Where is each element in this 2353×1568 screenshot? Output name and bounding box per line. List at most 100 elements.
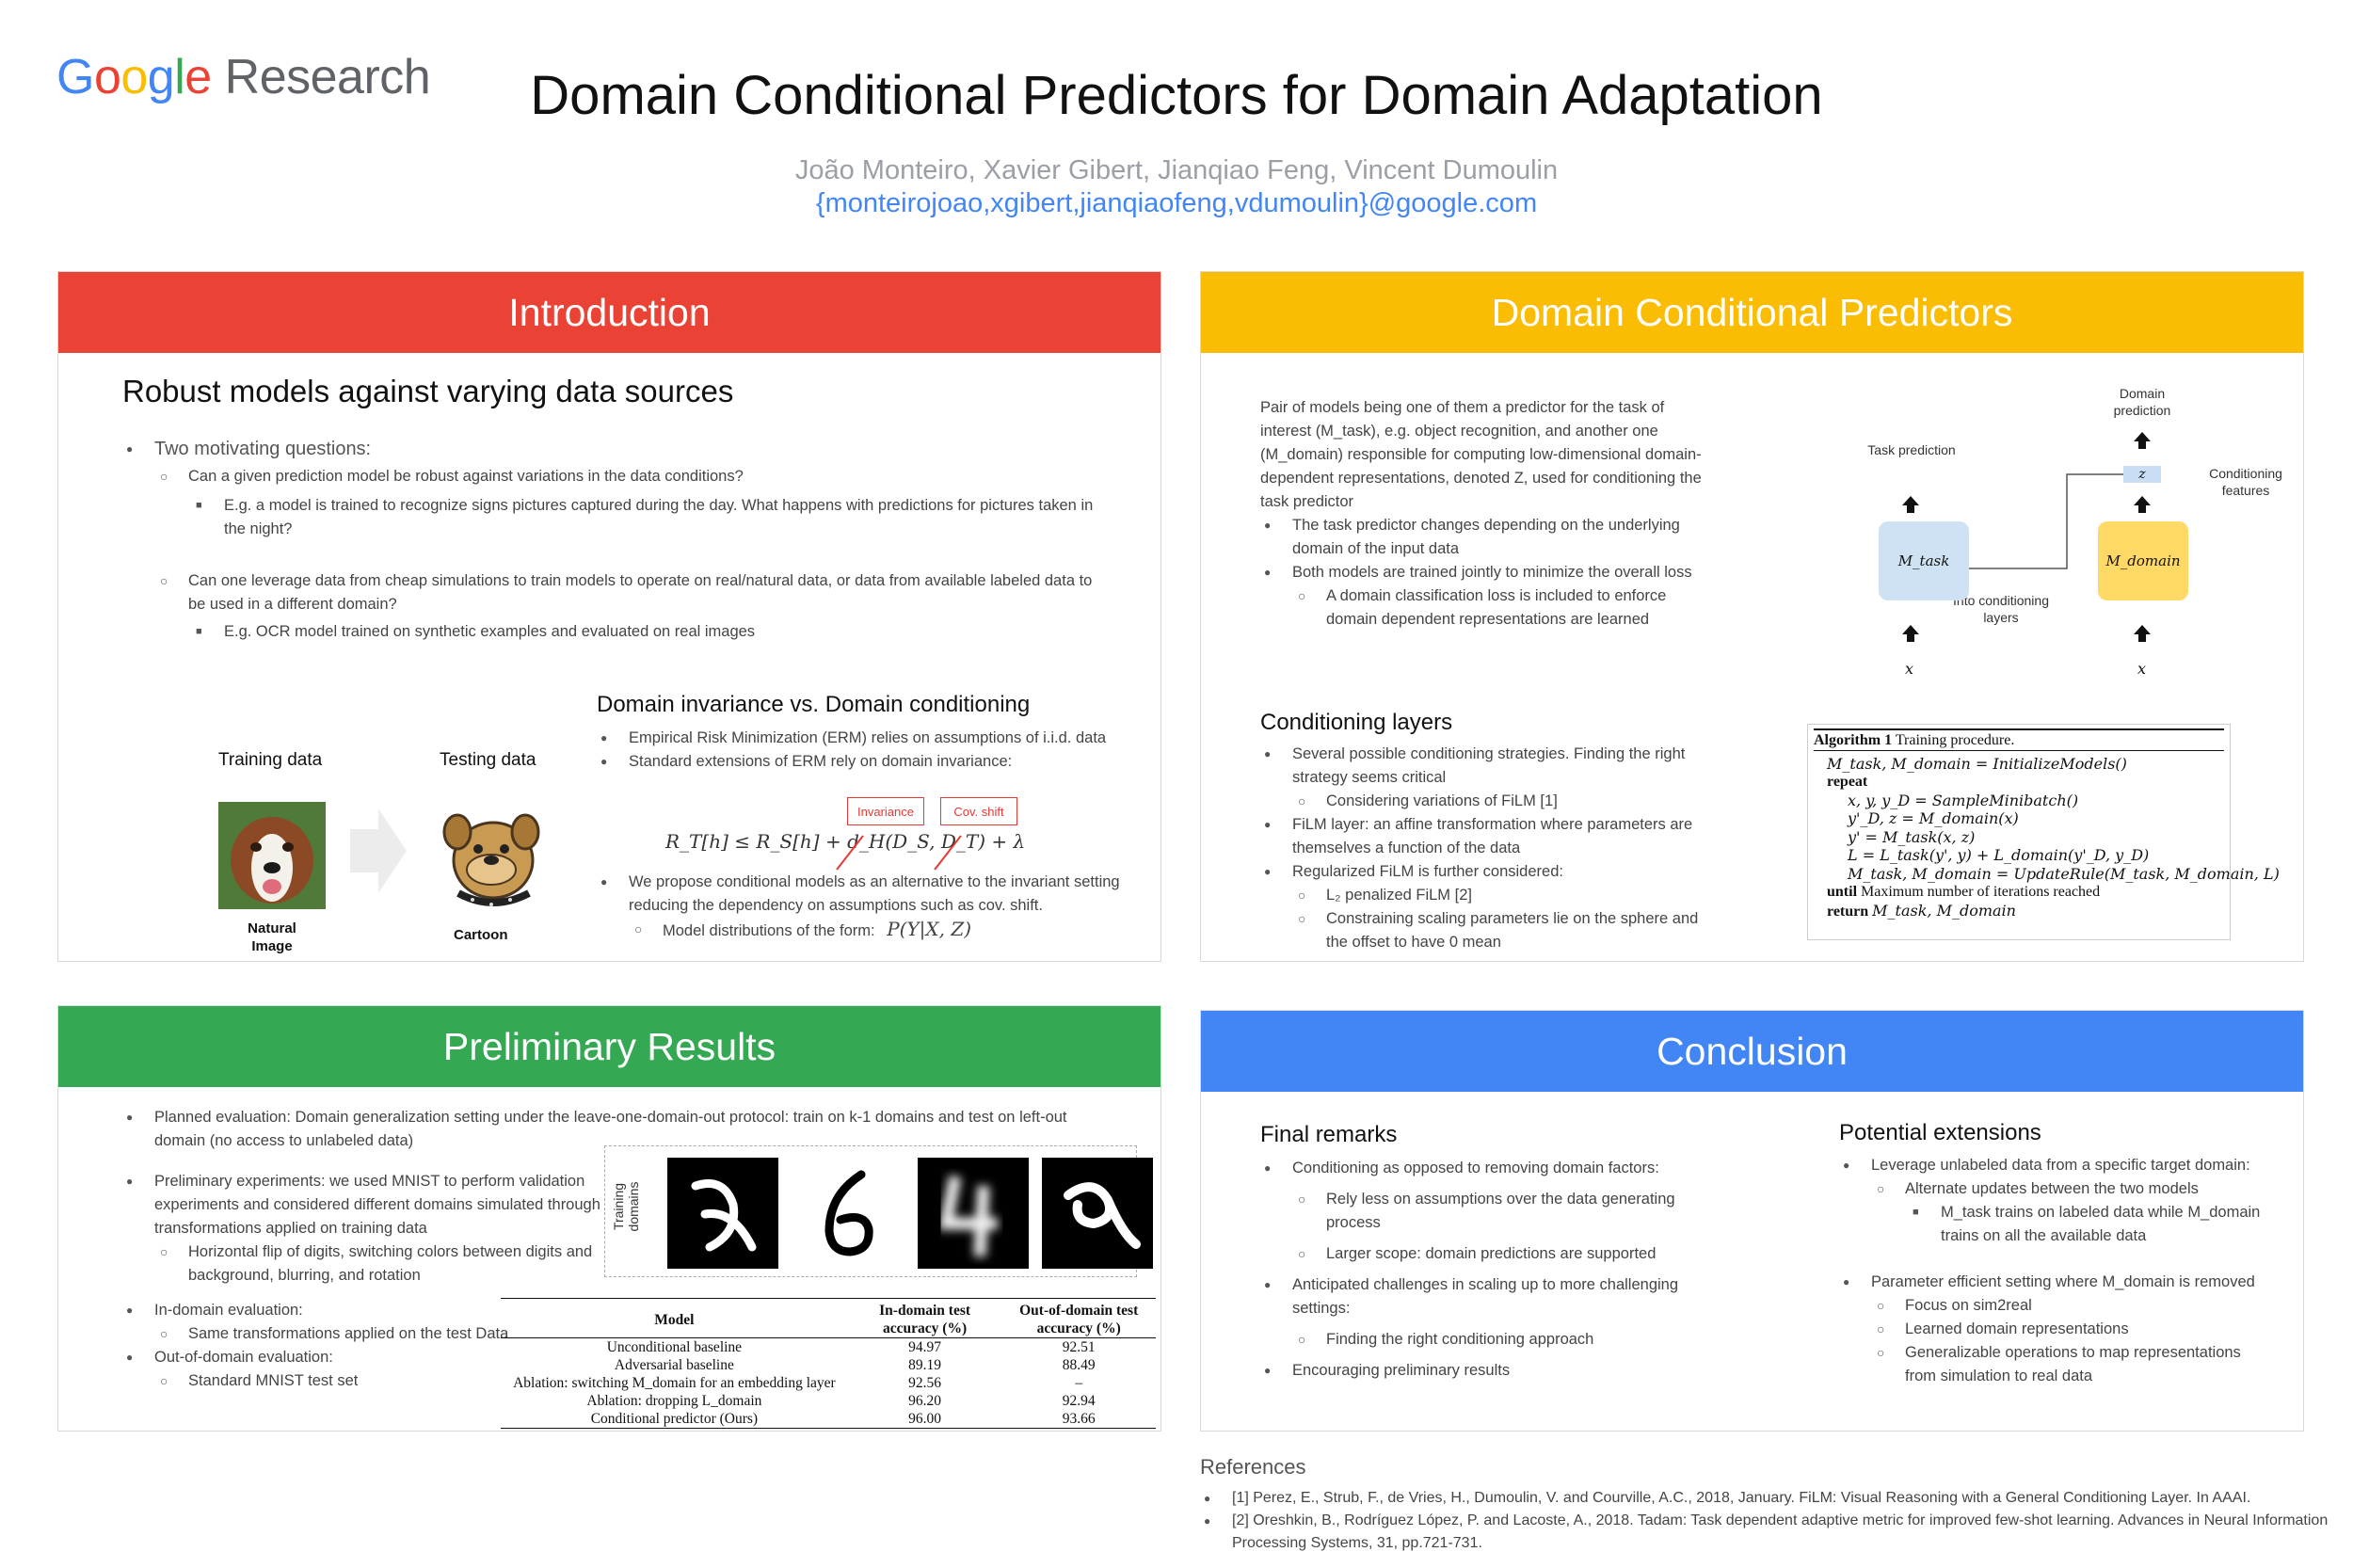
algorithm-body: M_task, M_domain = InitializeModels() re… xyxy=(1827,754,2280,920)
list-item: Parameter efficient setting where M_doma… xyxy=(1839,1271,2272,1294)
invariance-callout: Invariance xyxy=(847,797,924,825)
cov-shift-callout: Cov. shift xyxy=(940,797,1017,825)
final-remarks-list: Conditioning as opposed to removing doma… xyxy=(1260,1157,1731,1383)
motivating-questions: Two motivating questions: Can a given pr… xyxy=(122,438,1139,644)
list-item: Can one leverage data from cheap simulat… xyxy=(122,569,1139,616)
list-item: We propose conditional models as an alte… xyxy=(597,871,1124,918)
list-item: The task predictor changes depending on … xyxy=(1260,514,1703,561)
final-remarks-title: Final remarks xyxy=(1260,1122,1398,1147)
list-item: Standard extensions of ERM rely on domai… xyxy=(597,750,1124,774)
preliminary-results-panel: Preliminary Results Planned evaluation: … xyxy=(57,1005,1161,1432)
introduction-header: Introduction xyxy=(58,272,1160,353)
list-item: Finding the right conditioning approach xyxy=(1260,1328,1731,1352)
algorithm-box: Algorithm 1 Training procedure. M_task, … xyxy=(1807,724,2280,940)
list-item: Learned domain representations xyxy=(1839,1318,2272,1341)
dcp-list: The task predictor changes depending on … xyxy=(1260,514,1703,632)
dc-list-2: We propose conditional models as an alte… xyxy=(597,871,1124,943)
dcp-header: Domain Conditional Predictors xyxy=(1201,272,2303,353)
list-item: Planned evaluation: Domain generalizatio… xyxy=(122,1106,1082,1153)
digit-inverted xyxy=(793,1158,904,1269)
cartoon-dog-image xyxy=(435,794,548,912)
list-item: Leverage unlabeled data from a specific … xyxy=(1839,1154,2272,1177)
list-item: In-domain evaluation: xyxy=(122,1299,649,1322)
m-task-box: M_task xyxy=(1879,521,1969,600)
dcp-panel: Domain Conditional Predictors Pair of mo… xyxy=(1200,271,2304,962)
model-dist-text: Model distributions of the form: xyxy=(663,922,875,939)
results-table-wrap: Model In-domain test accuracy (%) Out-of… xyxy=(501,1298,1156,1429)
x-input-right: x xyxy=(2137,660,2147,678)
m-task-label: M_task xyxy=(1897,552,1950,569)
training-data-label: Training data xyxy=(218,750,323,770)
list-item: Rely less on assumptions over the data g… xyxy=(1260,1188,1731,1235)
research-wordmark: Research xyxy=(224,50,431,104)
list-item: Model distributions of the form: P(Y|X, … xyxy=(597,918,1124,943)
col-in-domain: In-domain test accuracy (%) xyxy=(879,1303,971,1336)
digit-blurred xyxy=(918,1158,1029,1269)
list-item: L₂ penalized FiLM [2] xyxy=(1260,884,1703,907)
results-table: Model In-domain test accuracy (%) Out-of… xyxy=(501,1298,1156,1429)
dc-list-1: Empirical Risk Minimization (ERM) relies… xyxy=(597,727,1124,774)
reference-item: [2] Oreshkin, B., Rodríguez López, P. an… xyxy=(1200,1510,2344,1555)
reference-item: [1] Perez, E., Strub, F., de Vries, H., … xyxy=(1200,1487,2344,1510)
into-conditioning-label: Into conditioning layers xyxy=(1953,593,2049,625)
model-dist-formula: P(Y|X, Z) xyxy=(887,918,972,940)
list-item: M_task trains on labeled data while M_do… xyxy=(1839,1201,2272,1248)
list-item: Considering variations of FiLM [1] xyxy=(1260,790,1703,813)
natural-image-label: Natural Image xyxy=(248,920,296,954)
list-item: Empirical Risk Minimization (ERM) relies… xyxy=(597,727,1124,750)
cond-list: Several possible conditioning strategies… xyxy=(1260,743,1703,954)
z-feature-box: z xyxy=(2123,466,2161,483)
training-domains-box: Training domains xyxy=(604,1145,1153,1277)
list-item: Both models are trained jointly to minim… xyxy=(1260,561,1703,584)
dc-title: Domain invariance vs. Domain conditionin… xyxy=(597,692,1031,717)
google-wordmark: Google xyxy=(56,50,212,104)
conclusion-header: Conclusion xyxy=(1201,1011,2303,1092)
dcp-paragraph: Pair of models being one of them a predi… xyxy=(1260,399,1702,510)
conclusion-panel: Conclusion Final remarks Conditioning as… xyxy=(1200,1010,2304,1432)
list-item: FiLM layer: an affine transformation whe… xyxy=(1260,813,1703,860)
list-item: E.g. a model is trained to recognize sig… xyxy=(122,494,1139,541)
m-domain-box: M_domain xyxy=(2098,521,2188,600)
m-domain-label: M_domain xyxy=(2105,552,2181,569)
potential-extensions-title: Potential extensions xyxy=(1839,1120,2041,1145)
table-header-row: Model In-domain test accuracy (%) Out-of… xyxy=(501,1299,1156,1338)
digit-flipped xyxy=(667,1158,778,1269)
cartoon-label: Cartoon xyxy=(454,927,508,943)
authors: João Monteiro, Xavier Gibert, Jianqiao F… xyxy=(794,155,1559,185)
x-input-left: x xyxy=(1905,660,1914,678)
bound-formula: R_T[h] ≤ R_S[h] + d_H(D_S, D_T) + λ xyxy=(665,830,1026,853)
list-item: Same transformations applied on the test… xyxy=(122,1322,649,1346)
strike-lines xyxy=(825,823,985,884)
email-link[interactable]: {monteirojoao,xgibert,jianqiaofeng,vdumo… xyxy=(815,188,1538,218)
arrow-icon xyxy=(350,808,407,898)
list-item: Focus on sim2real xyxy=(1839,1294,2272,1318)
list-item: Encouraging preliminary results xyxy=(1260,1359,1731,1383)
preliminary-results-header: Preliminary Results xyxy=(58,1006,1160,1087)
list-item: Two motivating questions: xyxy=(122,438,1139,461)
list-item: Standard MNIST test set xyxy=(122,1369,649,1393)
list-item: Several possible conditioning strategies… xyxy=(1260,743,1703,790)
natural-dog-image xyxy=(218,802,326,909)
list-item: Anticipated challenges in scaling up to … xyxy=(1260,1273,1731,1320)
diagram-arrows xyxy=(1902,432,2151,642)
architecture-diagram: Domain prediction Task prediction Condit… xyxy=(1785,385,2282,696)
list-item: Alternate updates between the two models xyxy=(1839,1177,2272,1201)
list-item: Preliminary experiments: we used MNIST t… xyxy=(122,1170,649,1240)
list-item: Constraining scaling parameters lie on t… xyxy=(1260,907,1703,954)
digit-rotated xyxy=(1042,1158,1153,1269)
cond-title: Conditioning layers xyxy=(1260,710,1453,735)
prelim-list-top: Planned evaluation: Domain generalizatio… xyxy=(122,1106,1082,1153)
task-prediction-label: Task prediction xyxy=(1867,442,1956,457)
poster-title: Domain Conditional Predictors for Domain… xyxy=(530,65,1823,126)
domain-prediction-label: Domain prediction xyxy=(2113,386,2171,418)
list-item: Larger scope: domain predictions are sup… xyxy=(1260,1242,1731,1266)
list-item: Regularized FiLM is further considered: xyxy=(1260,860,1703,884)
testing-data-label: Testing data xyxy=(440,750,536,770)
list-item: Conditioning as opposed to removing doma… xyxy=(1260,1157,1731,1180)
conditioning-features-label: Conditioning features xyxy=(2209,466,2282,498)
list-item: Can a given prediction model be robust a… xyxy=(122,465,1139,488)
